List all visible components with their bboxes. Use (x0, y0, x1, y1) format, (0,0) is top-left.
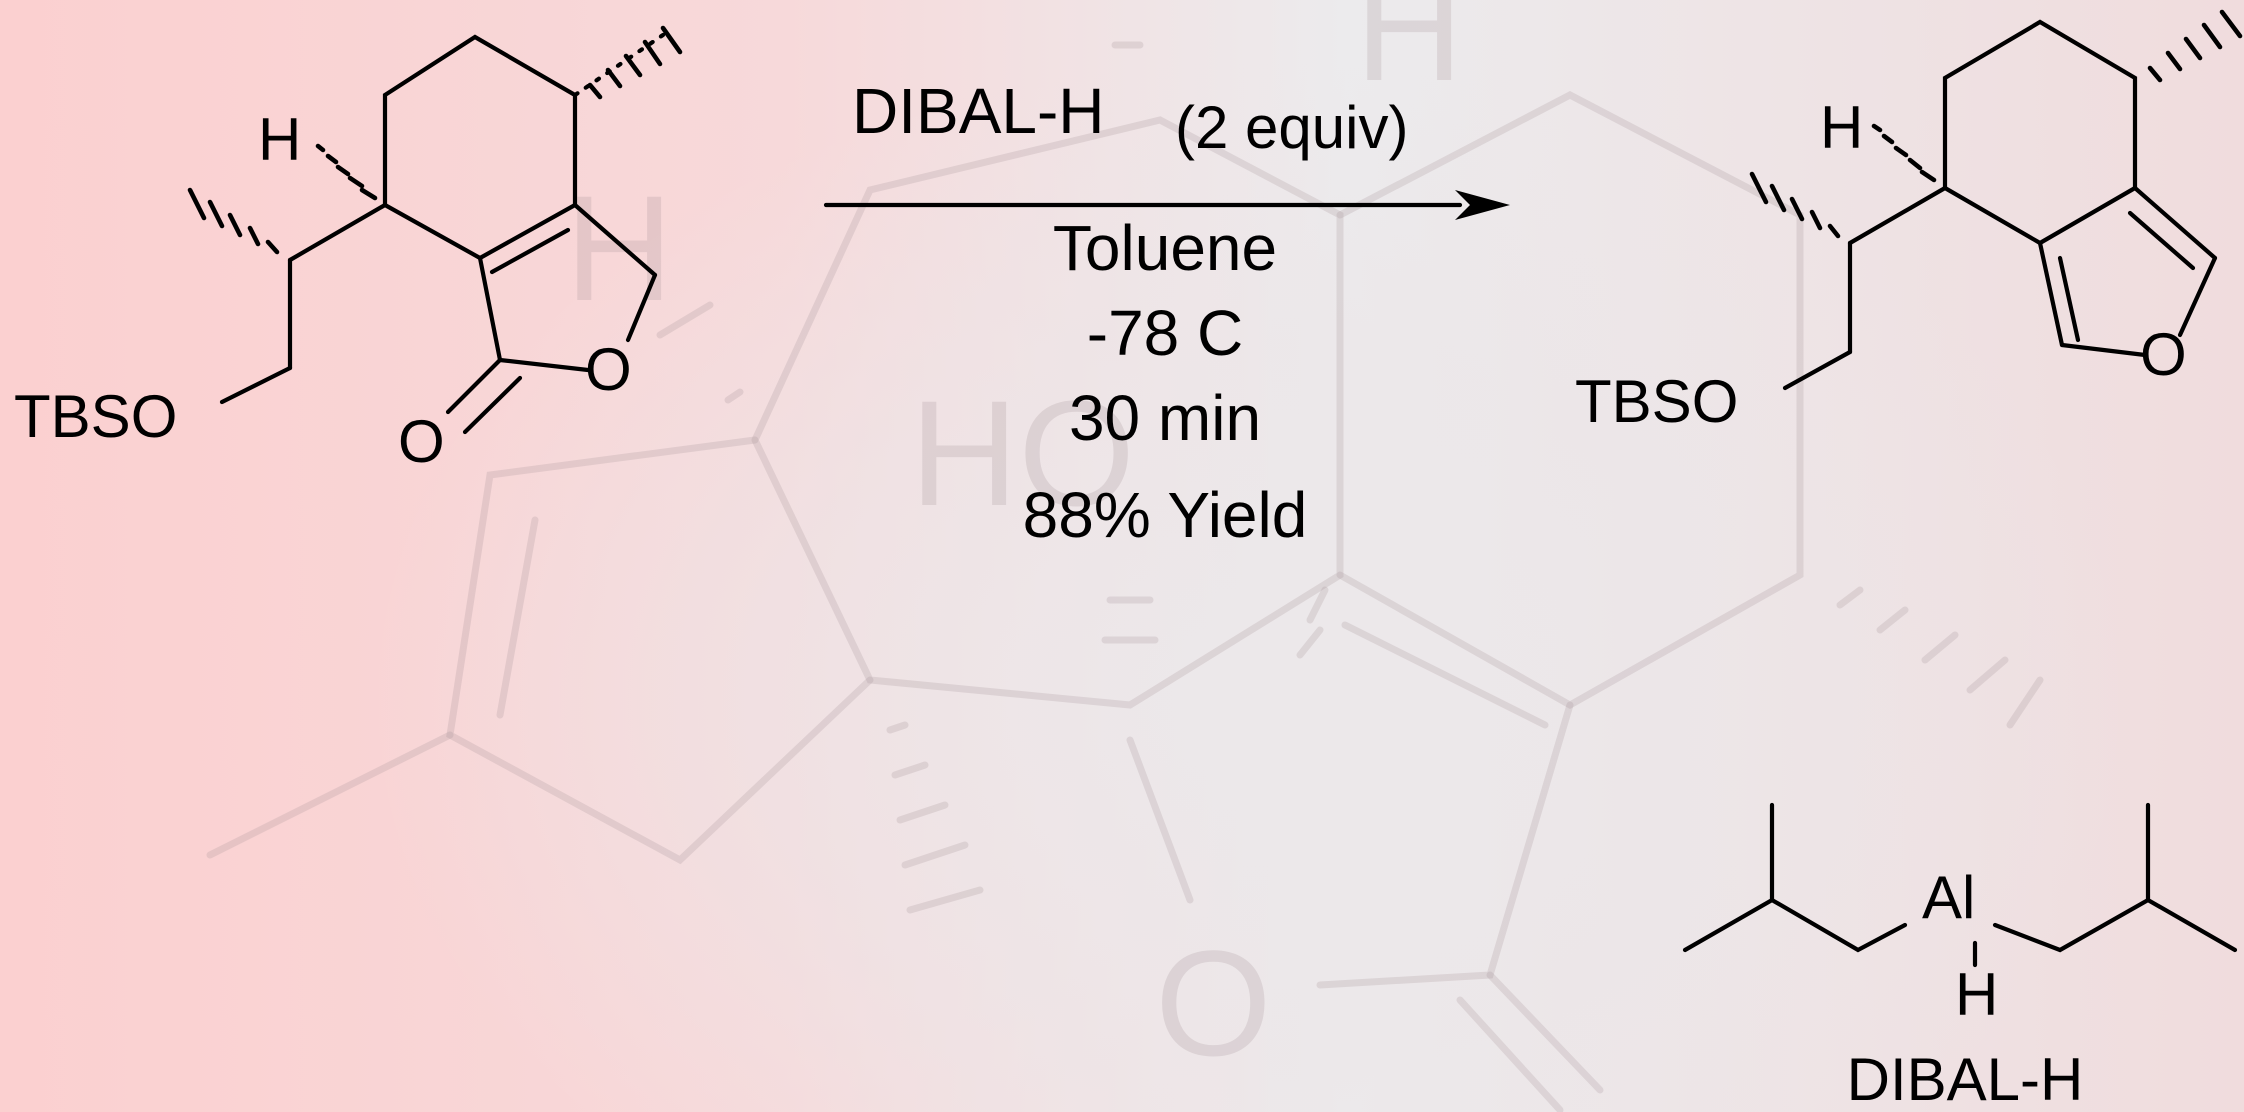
product-furan-o-label: O (2140, 321, 2187, 388)
product-tbso-label: TBSO (1575, 368, 1738, 435)
reactant-molecule: H TBSO O O (14, 25, 683, 475)
watermark-o: O (1155, 919, 1272, 1087)
dibal-h-label: H (1955, 961, 1998, 1028)
watermark-molecule: H H HO O (206, 0, 2044, 1112)
temperature-label: -78 C (1087, 297, 1244, 369)
solvent-label: Toluene (1053, 212, 1277, 284)
reactant-h-label: H (258, 106, 301, 173)
watermark-h-2: H (1355, 0, 1463, 112)
equiv-label: (2 equiv) (1175, 94, 1408, 161)
reactant-ring-o-label: O (585, 336, 632, 403)
product-h-label: H (1820, 94, 1863, 161)
watermark-h-1: H (565, 164, 673, 332)
reactant-tbso-label: TBSO (14, 383, 177, 450)
reaction-arrow-group: DIBAL-H (2 equiv) Toluene -78 C 30 min 8… (823, 75, 1510, 551)
dibal-al-label: Al (1922, 864, 1975, 931)
reagent-label: DIBAL-H (852, 75, 1105, 147)
watermark-ho: HO (910, 369, 1135, 537)
dibal-h-structure: Al H DIBAL-H (1682, 802, 2238, 1112)
product-molecule: H TBSO O (1575, 9, 2243, 435)
arrow-head (1455, 190, 1510, 220)
time-label: 30 min (1069, 382, 1261, 454)
reactant-carbonyl-o-label: O (398, 408, 445, 475)
dibal-caption: DIBAL-H (1847, 1046, 2084, 1112)
yield-label: 88% Yield (1023, 479, 1308, 551)
